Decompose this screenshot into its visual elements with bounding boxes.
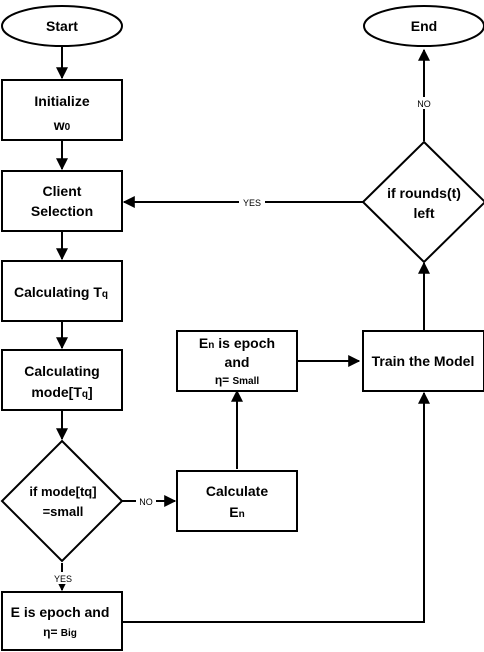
en-small-e-sub: n	[208, 340, 214, 351]
start-label: Start	[46, 18, 78, 34]
decision-rounds-line2: left	[414, 205, 435, 221]
calculating-tq-node: Calculating Tq	[1, 260, 123, 322]
decision-rounds-node: if rounds(t) left	[361, 140, 484, 264]
en-small-node: En is epoch and η= Small	[176, 330, 298, 392]
initialize-weight-sub: 0	[65, 122, 71, 133]
calculating-mode-end: ]	[88, 384, 93, 400]
client-selection-line2: Selection	[31, 203, 93, 219]
calculating-mode-node: Calculating mode[Tq]	[1, 349, 123, 411]
calculating-tq-main: Calculating T	[14, 284, 102, 300]
edge-e-big-to-train	[122, 391, 430, 623]
calculating-mode-main: mode[T	[31, 384, 82, 400]
train-model-node: Train the Model	[362, 330, 484, 392]
client-selection-line1: Client	[43, 183, 82, 199]
edge-label-no-mode: NO	[139, 497, 153, 507]
en-small-eta: η=	[215, 373, 233, 387]
train-model-label: Train the Model	[372, 353, 475, 369]
en-small-line1: En is epoch	[199, 335, 275, 351]
en-small-rest: is epoch	[214, 335, 275, 351]
e-big-line2: η= Big	[43, 625, 77, 639]
edge-label-yes-mode: YES	[54, 574, 72, 584]
calculate-en-main: E	[229, 504, 238, 520]
client-selection-node: Client Selection	[1, 170, 123, 232]
e-big-big: Big	[61, 628, 77, 639]
decision-mode-node: if mode[tq] =small	[0, 439, 124, 563]
initialize-weight-label: w0	[53, 117, 71, 133]
e-big-node: E is epoch and η= Big	[1, 591, 123, 651]
start-node: Start	[1, 5, 123, 47]
initialize-label: Initialize	[34, 93, 89, 109]
end-node: End	[363, 5, 484, 47]
edge-label-no-rounds: NO	[417, 99, 431, 109]
initialize-node: Initialize w0	[1, 79, 123, 141]
calculate-en-line2: En	[229, 504, 244, 520]
decision-mode-line2: =small	[43, 504, 84, 519]
edges	[56, 46, 430, 623]
calculate-en-line1: Calculate	[206, 483, 268, 499]
en-small-small: Small	[232, 376, 259, 387]
initialize-weight-main: w	[53, 117, 65, 133]
en-small-e-main: E	[199, 335, 208, 351]
end-label: End	[411, 18, 437, 34]
calculating-mode-sub: q	[82, 389, 88, 400]
calculating-mode-line1: Calculating	[24, 363, 99, 379]
decision-rounds-line1: if rounds(t)	[387, 185, 461, 201]
decision-mode-line1: if mode[tq]	[29, 484, 96, 499]
calculating-tq-sub: q	[102, 289, 108, 300]
calculate-en-sub: n	[239, 509, 245, 520]
e-big-eta: η=	[43, 625, 61, 639]
calculate-en-node: Calculate En	[176, 470, 298, 532]
edge-labels: YES NO NO YES	[50, 97, 434, 584]
calculating-tq-label: Calculating Tq	[14, 284, 108, 300]
en-small-line3: η= Small	[215, 373, 260, 387]
edge-label-yes-rounds: YES	[243, 198, 261, 208]
calculating-mode-line2: mode[Tq]	[31, 384, 92, 400]
en-small-line2: and	[225, 354, 250, 370]
e-big-line1: E is epoch and	[11, 604, 110, 620]
